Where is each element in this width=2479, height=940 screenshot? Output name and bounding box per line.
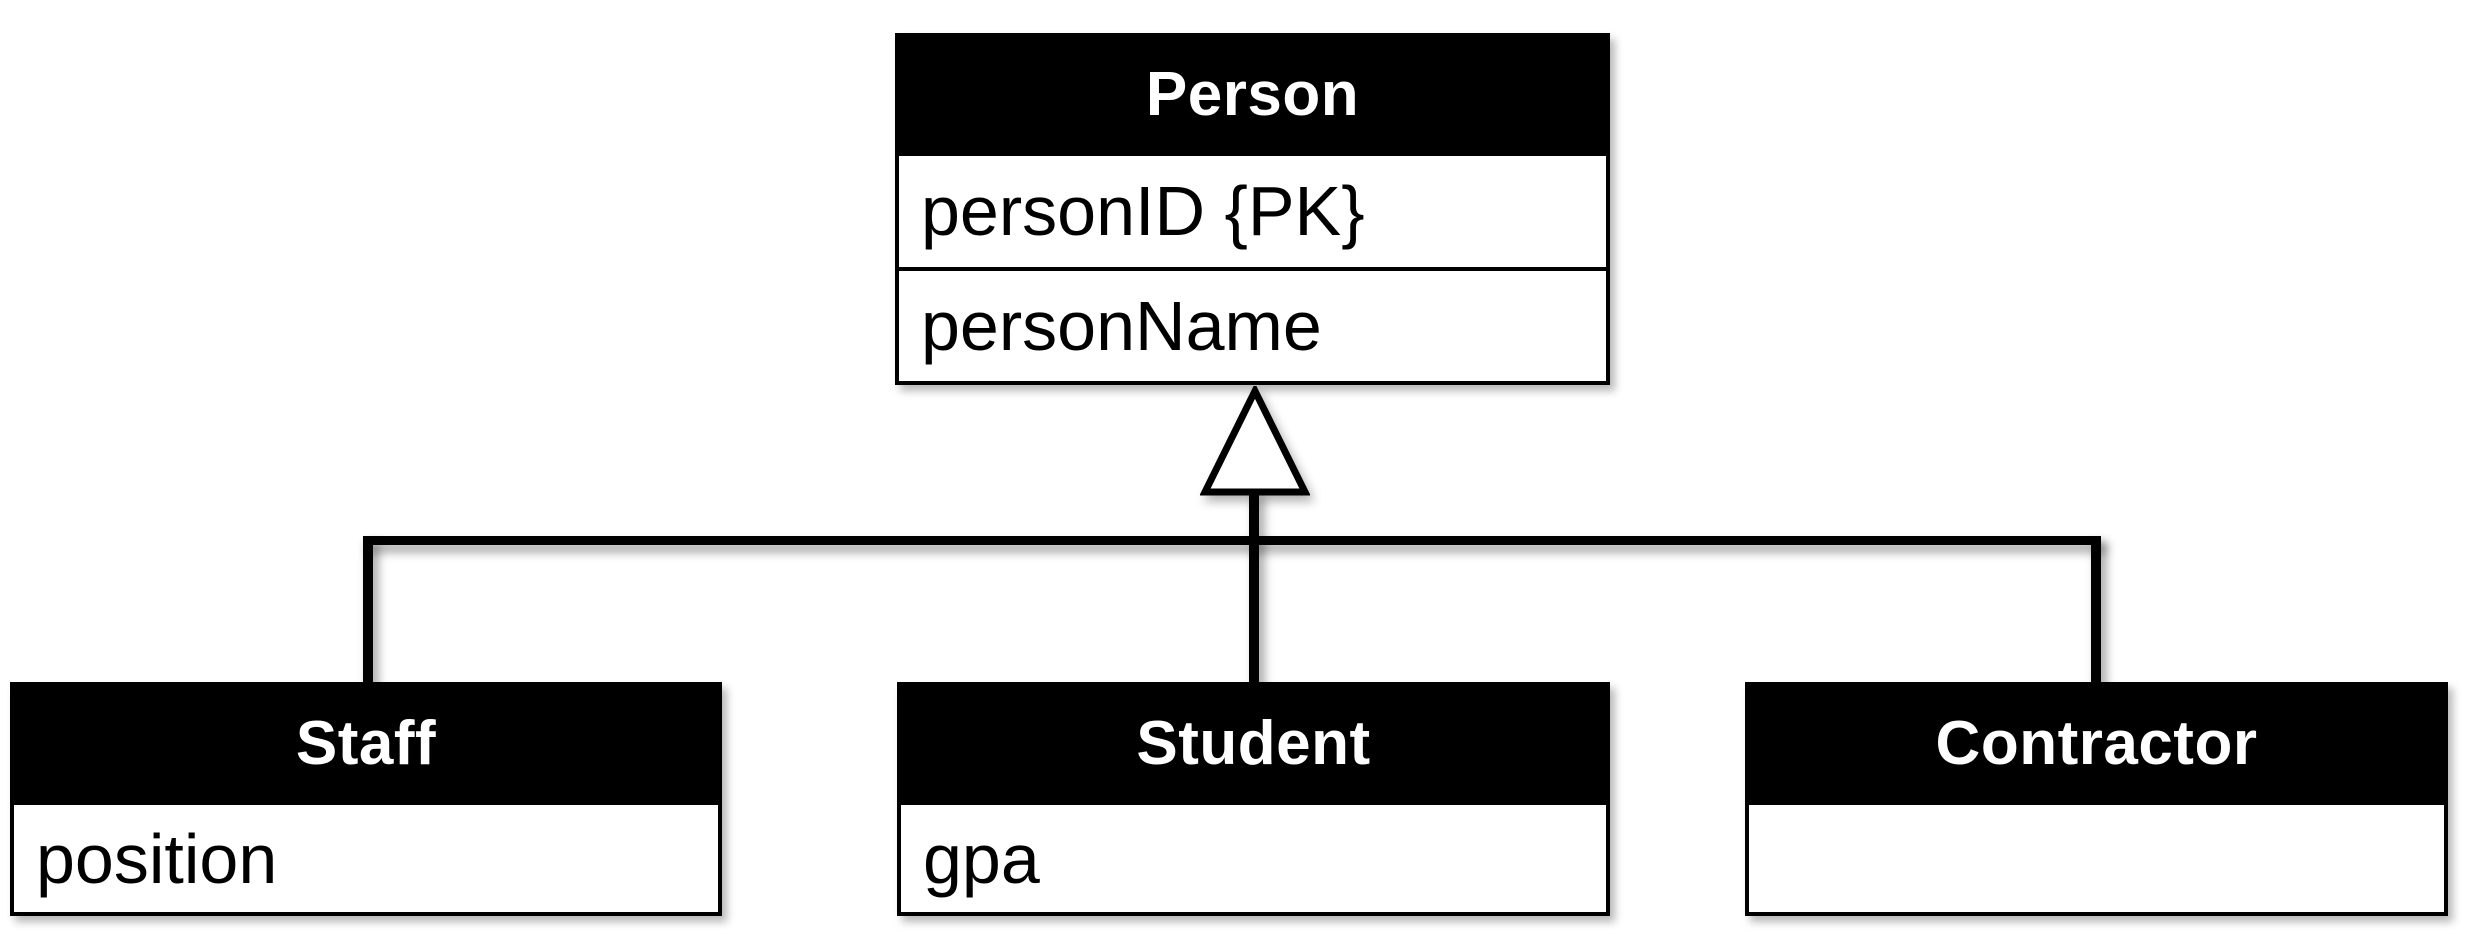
attribute-row-gpa: gpa <box>901 801 1606 912</box>
inheritance-bus-line <box>363 536 2101 545</box>
class-box-contractor: Contractor <box>1745 682 2448 916</box>
class-box-person: Person personID {PK} personName <box>895 33 1610 385</box>
attribute-label: position <box>36 819 278 898</box>
attribute-row-personname: personName <box>899 266 1606 381</box>
class-title: Person <box>1145 60 1360 129</box>
class-header-contractor: Contractor <box>1749 686 2444 801</box>
class-header-student: Student <box>901 686 1606 801</box>
class-box-staff: Staff position <box>10 682 722 916</box>
class-title: Student <box>1136 709 1371 778</box>
staff-connector-line <box>363 536 373 682</box>
attribute-row-position: position <box>14 801 718 912</box>
inheritance-triangle-icon <box>1200 386 1310 496</box>
attribute-row-personid: personID {PK} <box>899 152 1606 267</box>
class-box-student: Student gpa <box>897 682 1610 916</box>
class-title: Contractor <box>1935 709 2258 778</box>
class-header-staff: Staff <box>14 686 718 801</box>
attribute-label: gpa <box>923 819 1040 898</box>
person-to-bus-connector-line <box>1249 490 1259 682</box>
class-header-person: Person <box>899 37 1606 152</box>
attribute-label: personID {PK} <box>921 172 1365 251</box>
attribute-label: personName <box>921 286 1322 365</box>
attribute-row-empty <box>1749 801 2444 912</box>
contractor-connector-line <box>2091 536 2101 682</box>
class-title: Staff <box>295 709 437 778</box>
